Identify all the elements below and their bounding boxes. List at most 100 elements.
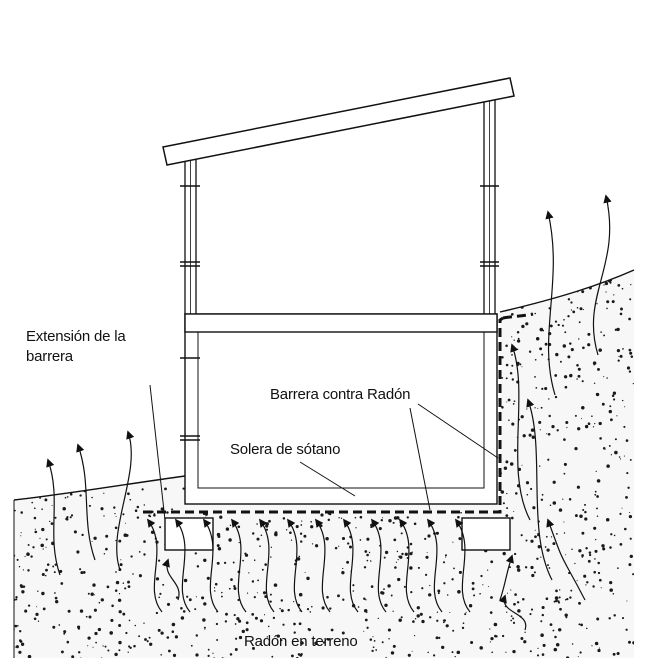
stipple-dot [37,590,39,592]
stipple-dot [623,425,626,428]
stipple-dot [521,295,525,299]
stipple-dot [482,584,484,586]
label-basement-slab: Solera de sótano [230,441,341,458]
stipple-dot [540,633,544,637]
stipple-dot [124,283,129,287]
stipple-dot [570,309,573,311]
label-barrier-extension: Extensión de la barrera [26,327,126,367]
stipple-dot [599,437,602,440]
stipple-dot [446,594,449,596]
radon-arrow [526,398,553,581]
stipple-dot [17,430,19,432]
stipple-dot [628,317,631,321]
stipple-dot [174,280,178,283]
stipple-dot [221,591,223,594]
stipple-dot [546,282,550,286]
stipple-dot [502,502,505,505]
stipple-dot [54,278,57,281]
stipple-dot [101,284,104,288]
stipple-dot [45,479,49,483]
radon-arrow [371,518,387,613]
stipple-dot [58,624,61,626]
stipple-dot [80,302,82,304]
stipple-dot [601,402,605,406]
stipple-dot [15,645,19,649]
stipple-dot [134,509,138,512]
stipple-dot [71,314,73,316]
stipple-dot [270,556,272,558]
stipple-dot [93,608,97,612]
stipple-dot [493,622,498,627]
stipple-dot [71,455,73,458]
stipple-dot [337,594,340,598]
stipple-dot [33,516,37,520]
stipple-dot [121,397,124,400]
stipple-dot [564,613,568,617]
stipple-dot [78,657,83,658]
stipple-dot [181,348,184,352]
stipple-dot [570,348,574,352]
stipple-dot [118,649,121,652]
stipple-dot [537,647,539,650]
stipple-dot [409,542,413,546]
stipple-dot [205,512,209,516]
stipple-dot [513,552,517,556]
stipple-dot [29,491,32,494]
stipple-dot [594,558,596,560]
stipple-dot [629,458,632,461]
stipple-dot [626,600,628,602]
stipple-dot [465,611,467,613]
stipple-dot [566,597,569,601]
stipple-dot [530,608,534,611]
stipple-dot [570,301,573,304]
stipple-dot [553,600,556,603]
stipple-dot [548,414,551,418]
stipple-dot [590,659,592,661]
stipple-dot [399,555,403,559]
stipple-dot [547,458,550,461]
stipple-dot [602,447,606,450]
stipple-dot [626,366,631,370]
stipple-dot [195,596,197,598]
stipple-dot [321,606,325,610]
stipple-dot [173,355,176,358]
stipple-dot [562,498,564,500]
stipple-dot [15,598,18,601]
stipple-dot [568,498,572,501]
stipple-dot [444,554,448,557]
stipple-dot [118,401,120,404]
stipple-dot [388,638,390,640]
stipple-dot [14,279,16,282]
stipple-dot [118,539,122,543]
stipple-dot [609,546,612,549]
stipple-dot [14,460,16,463]
stipple-dot [232,561,235,564]
stipple-dot [109,631,113,635]
stipple-dot [18,400,21,403]
stipple-dot [596,617,600,621]
stipple-dot [533,571,536,574]
stipple-dot [581,286,584,289]
stipple-dot [214,590,216,592]
stipple-dot [20,511,23,514]
stipple-dot [162,443,166,446]
stipple-dot [392,644,396,648]
stipple-dot [437,592,440,595]
stipple-dot [95,424,97,426]
stipple-dot [94,631,98,636]
stipple-dot [555,589,558,593]
stipple-dot [103,371,107,375]
stipple-dot [264,563,268,566]
stipple-dot [306,576,310,581]
stipple-dot [260,534,263,537]
stipple-dot [166,312,169,314]
stipple-dot [63,632,66,635]
stipple-dot [143,504,146,506]
stipple-dot [314,641,318,646]
stipple-dot [506,507,509,510]
stipple-dot [531,573,535,578]
stipple-dot [50,522,54,525]
radon-arrow [545,210,556,396]
stipple-dot [371,649,374,653]
